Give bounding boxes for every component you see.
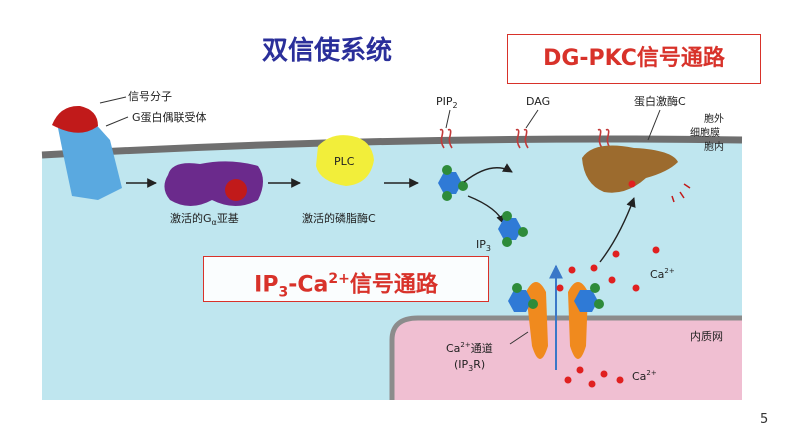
leader-line-dag	[525, 109, 539, 129]
leader-line-signal	[99, 96, 127, 104]
er-membrane	[389, 315, 742, 400]
leader-line-pkc	[647, 109, 661, 141]
outside-label: 胞外	[704, 113, 724, 125]
plc-active-label: 激活的磷脂酶C	[302, 211, 376, 225]
ip3-bound-left	[508, 283, 538, 312]
calcium-cytoplasm-label: Ca2+	[650, 267, 675, 281]
calcium-ions-er	[564, 366, 624, 388]
er-label: 内质网	[690, 329, 723, 343]
g-alpha-label: 激活的Gα亚基	[170, 211, 239, 227]
dg-pkc-pathway-box: DG-PKC信号通路	[507, 34, 761, 84]
signal-molecule-label: 信号分子	[128, 90, 172, 103]
ca-channel-label: Ca2+通道	[446, 341, 493, 355]
calcium-ions-cytoplasm	[556, 180, 660, 292]
pkc-activity-marks	[671, 183, 691, 203]
g-alpha-subunit	[164, 161, 263, 206]
g-protein-receptor	[58, 120, 122, 200]
arrow-calcium-to-pkc	[599, 197, 636, 263]
dag-label: DAG	[526, 95, 550, 108]
leader-line-channel	[509, 331, 529, 345]
ip3-bound-right	[574, 283, 604, 312]
ip3-label: IP3	[476, 238, 491, 253]
leader-line-receptor	[105, 116, 129, 127]
g-alpha-gtp	[225, 179, 247, 201]
dag-lipid	[515, 128, 529, 149]
endoplasmic-reticulum	[392, 318, 742, 400]
ip3-molecule-free	[498, 211, 528, 247]
membrane-label: 细胞膜	[690, 126, 720, 139]
plc-label: PLC	[334, 155, 355, 168]
leader-line-pip2	[445, 109, 451, 129]
pip2-label: PIP2	[436, 95, 458, 110]
arrow-to-dag	[463, 163, 513, 183]
ip3-molecule-top	[438, 165, 468, 201]
pkc-label: 蛋白激酶C	[634, 94, 686, 108]
plc-enzyme	[316, 135, 374, 186]
signal-molecule	[52, 105, 98, 133]
ip3r-label: (IP3R)	[454, 358, 485, 373]
pip2-lipid	[439, 128, 453, 149]
page-number: 5	[760, 412, 769, 427]
ip3-ca-pathway-box: IP3-Ca2+信号通路	[203, 256, 489, 302]
calcium-er-label: Ca2+	[632, 369, 657, 383]
inside-label: 胞内	[704, 140, 724, 153]
pkc-lipid	[597, 128, 611, 149]
pkc-enzyme	[582, 145, 678, 193]
slide-title: 双信使系统	[262, 36, 393, 66]
plasma-membrane	[41, 135, 743, 159]
g-receptor-label: G蛋白偶联受体	[132, 110, 207, 124]
